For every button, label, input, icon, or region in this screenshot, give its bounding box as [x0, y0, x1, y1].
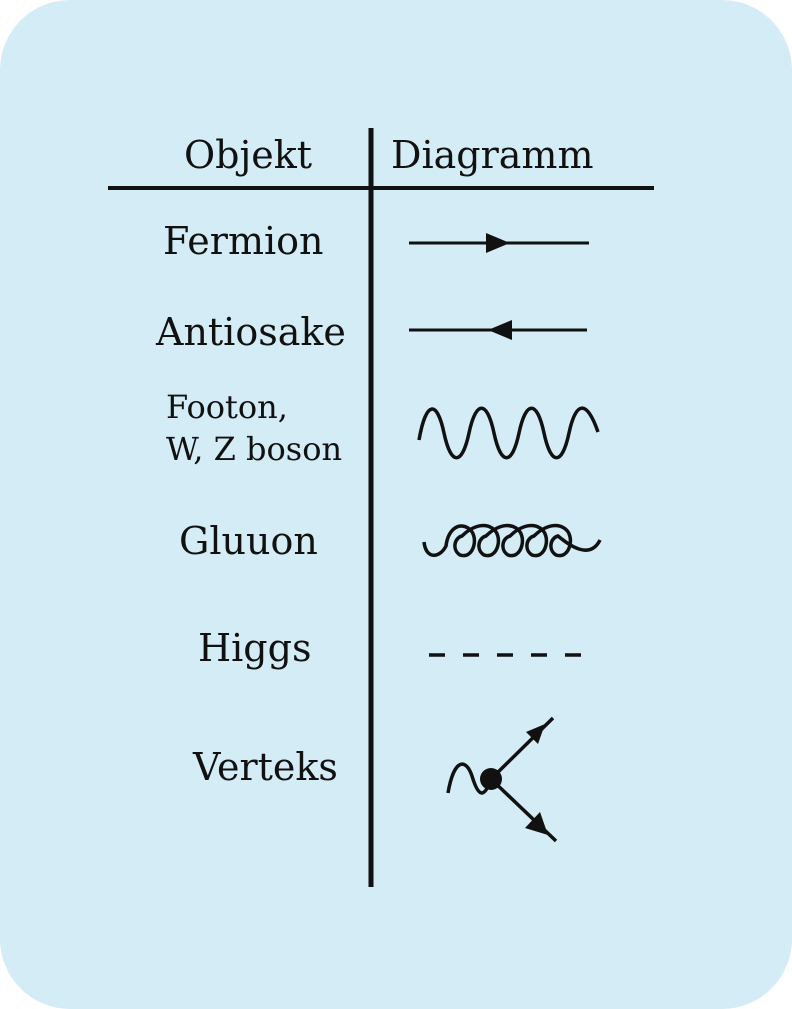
header-diagram: Diagramm — [391, 133, 594, 177]
header-object: Objekt — [184, 133, 313, 177]
antifermion-arrow-left-icon — [409, 320, 587, 340]
fermion-arrow-right-icon — [409, 233, 589, 253]
curly-loop-line-icon — [422, 523, 602, 558]
row-label-higgs: Higgs — [198, 626, 312, 670]
row-label-fermion: Fermion — [163, 219, 324, 263]
row-label-footon-line2: W, Z boson — [166, 430, 343, 468]
vertex-icon — [446, 716, 558, 843]
row-label-gluuon: Gluuon — [179, 519, 318, 563]
row-label-footon-line1: Footon, — [166, 388, 288, 426]
wavy-line-icon — [417, 406, 600, 460]
row-label-antiosake: Antiosake — [156, 310, 346, 354]
row-label-verteks: Verteks — [193, 745, 338, 789]
